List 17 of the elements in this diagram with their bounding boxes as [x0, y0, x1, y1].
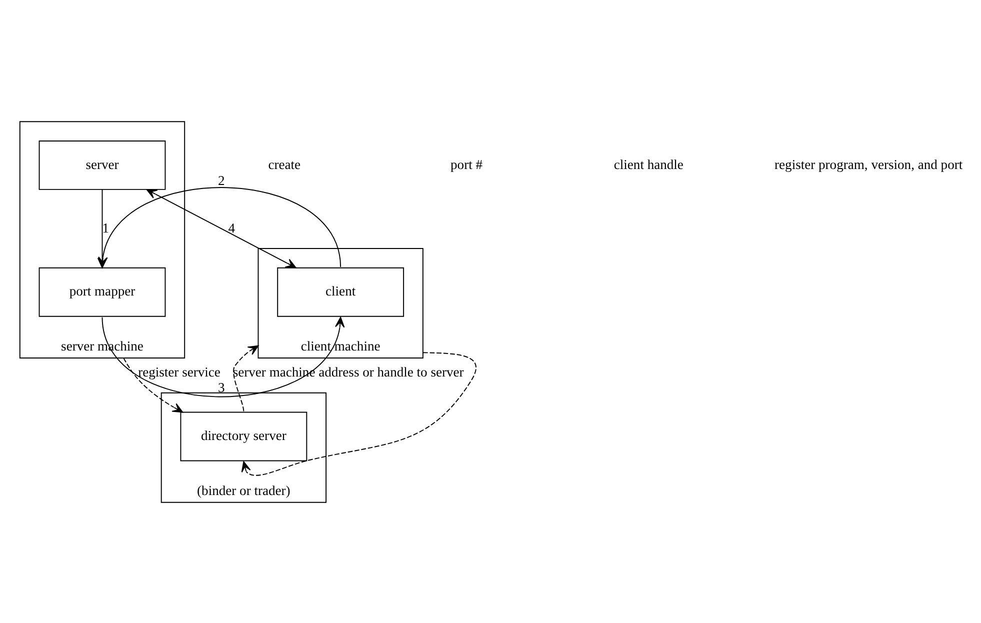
- arrow: [233, 344, 259, 412]
- node-box: client: [277, 266, 404, 316]
- arrow: [102, 316, 345, 397]
- arrow: [146, 188, 296, 268]
- arrow: [241, 352, 476, 476]
- arrow: [123, 357, 184, 412]
- label: client handle: [614, 156, 684, 172]
- label: port #: [450, 156, 483, 172]
- node-box: server: [38, 140, 166, 190]
- node-box: directory server: [180, 411, 308, 461]
- edge-label: 4: [228, 220, 235, 235]
- edge-label: 2: [218, 172, 225, 188]
- edge-label: 1: [102, 220, 110, 235]
- node-box: port mapper: [38, 266, 166, 316]
- label: register program, version, and port: [774, 156, 963, 172]
- label: create: [268, 156, 301, 172]
- edge-label: register service: [138, 364, 220, 380]
